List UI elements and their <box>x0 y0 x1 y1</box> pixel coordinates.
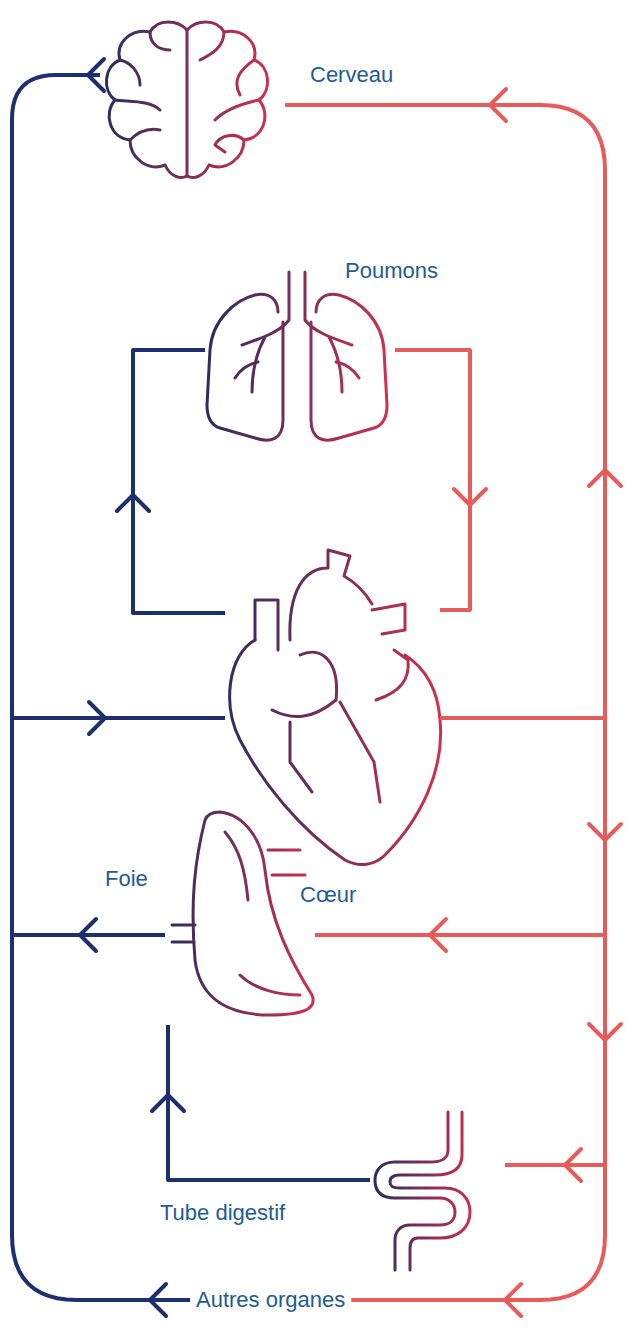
digestive-tube-icon <box>375 1112 470 1270</box>
flow-arrowhead <box>80 919 96 951</box>
organ-node: Tube digestif <box>370 1110 505 1270</box>
brain-icon <box>106 22 267 178</box>
organ-node: Cerveau <box>100 20 285 185</box>
vessel-line <box>133 350 225 613</box>
liver-icon <box>172 812 313 1015</box>
blood-vessel-connector <box>12 59 225 734</box>
vessel-line <box>315 718 605 935</box>
organ-label: Cœur <box>300 880 356 910</box>
flow-arrowhead <box>150 1284 166 1316</box>
organ-label: Autres organes <box>196 1285 345 1315</box>
organ-label: Foie <box>105 864 148 894</box>
flow-arrowhead <box>565 1149 581 1181</box>
blood-vessel-connector <box>395 350 486 610</box>
flow-arrowhead <box>88 59 104 91</box>
blood-vessel-connector <box>285 89 621 718</box>
blood-vessel-connector <box>315 718 621 951</box>
vessel-line <box>168 1025 370 1180</box>
vessel-line <box>12 75 225 718</box>
organ-node: Autres organes <box>190 1285 351 1315</box>
vessel-line <box>285 105 605 718</box>
vessel-line <box>440 718 605 1165</box>
flow-arrowhead <box>152 1095 184 1111</box>
vessel-line <box>395 350 470 610</box>
heart-icon <box>230 550 441 865</box>
flow-arrowhead <box>505 1284 521 1316</box>
organ-node: Foie <box>165 805 315 1025</box>
flow-arrowhead <box>117 495 149 511</box>
lungs-icon <box>207 272 387 440</box>
flow-arrowhead <box>490 89 506 121</box>
vessel-line <box>12 718 225 935</box>
organ-label: Cerveau <box>310 60 393 90</box>
blood-vessel-connector <box>152 1025 370 1180</box>
blood-vessel-connector <box>12 718 225 1316</box>
blood-vessel-connector <box>440 718 621 1181</box>
flow-arrowhead <box>430 919 446 951</box>
blood-vessel-connector <box>117 350 225 613</box>
organ-node: Poumons <box>205 270 395 445</box>
organ-node: Cœur <box>225 550 440 865</box>
organ-label: Poumons <box>345 256 438 286</box>
flow-arrowhead <box>454 489 486 505</box>
blood-vessel-connector <box>12 718 225 951</box>
vessel-line <box>351 718 605 1300</box>
flow-arrowhead <box>589 470 621 486</box>
organ-label: Tube digestif <box>160 1198 285 1228</box>
blood-vessel-connector <box>351 718 605 1316</box>
